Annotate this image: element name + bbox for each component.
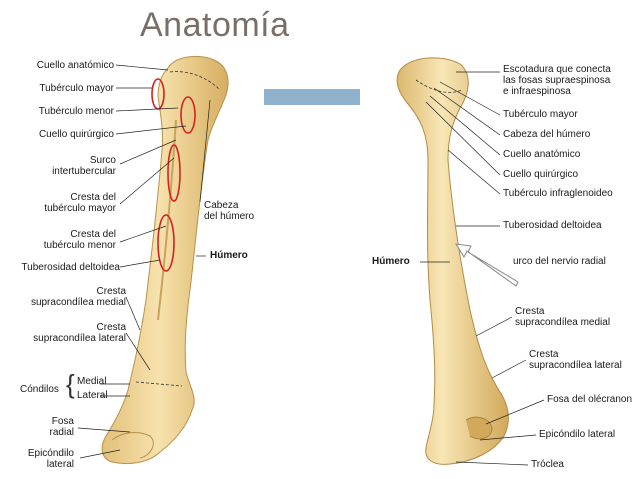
label-escotadura-line1: Escotadura que conecta bbox=[503, 64, 611, 75]
label-r-supra-medial-line2: supracondílea medial bbox=[515, 317, 611, 328]
accent-bar bbox=[264, 89, 360, 105]
label-supra-medial-line2: supracondílea medial bbox=[30, 297, 126, 308]
pointer-arrow bbox=[455, 243, 519, 287]
page-title: Anatomía bbox=[140, 6, 290, 44]
label-tuberculo-mayor: Tubérculo mayor bbox=[39, 83, 114, 94]
label-tuberculo-menor: Tubérculo menor bbox=[38, 106, 114, 117]
humerus-posterior bbox=[396, 57, 545, 466]
label-r-fosa-olecranon: Fosa del olécranon bbox=[547, 394, 633, 405]
label-cuello-quirurgico: Cuello quirúrgico bbox=[38, 129, 114, 140]
label-r-cuello-quirurgico: Cuello quirúrgico bbox=[503, 169, 579, 180]
red-marker-4 bbox=[157, 214, 175, 272]
label-r-tuberculo-mayor: Tubérculo mayor bbox=[503, 109, 578, 120]
red-marker-3 bbox=[167, 144, 181, 202]
label-cabeza-line2: del húmero bbox=[204, 211, 255, 222]
label-cuello-anatomico: Cuello anatómico bbox=[36, 60, 114, 71]
label-humero-right: Húmero bbox=[372, 256, 410, 267]
label-medial: Medial bbox=[77, 376, 107, 387]
label-fosa-line1: Fosa bbox=[51, 416, 74, 427]
label-humero-left: Húmero bbox=[210, 250, 248, 261]
humerus-anterior bbox=[77, 55, 229, 465]
label-cabeza-line1: Cabeza bbox=[204, 200, 239, 211]
label-surco-line1: Surco bbox=[89, 155, 116, 166]
label-supra-lateral-line1: Cresta bbox=[96, 322, 126, 333]
label-r-cabeza: Cabeza del húmero bbox=[503, 129, 591, 140]
label-r-supra-lateral-line2: supracondílea lateral bbox=[529, 360, 622, 371]
label-cresta-menor-line1: Cresta del bbox=[70, 229, 116, 240]
red-marker-2 bbox=[180, 96, 196, 134]
label-lateral: Lateral bbox=[77, 390, 108, 401]
label-r-troclea: Tróclea bbox=[531, 459, 564, 470]
label-escotadura-line3: e infraespinosa bbox=[503, 86, 571, 97]
condilos-brace: { bbox=[66, 369, 75, 399]
label-cresta-menor-line2: tubérculo menor bbox=[43, 240, 116, 251]
label-r-infraglenoideo: Tubérculo infraglenoideo bbox=[503, 188, 613, 199]
label-surco-line2: intertubercular bbox=[52, 166, 116, 177]
label-supra-lateral-line2: supracondílea lateral bbox=[33, 333, 126, 344]
label-r-cuello-anatomico: Cuello anatómico bbox=[503, 149, 581, 160]
label-fosa-line2: radial bbox=[49, 427, 74, 438]
label-r-supra-lateral-line1: Cresta bbox=[529, 349, 559, 360]
label-r-epicondilo-lateral: Epicóndilo lateral bbox=[539, 429, 616, 440]
label-r-tuberosidad: Tuberosidad deltoidea bbox=[503, 220, 602, 231]
label-escotadura-line2: las fosas supraespinosa bbox=[503, 75, 611, 86]
label-cresta-mayor-line2: tubérculo mayor bbox=[44, 203, 116, 214]
label-cresta-mayor-line1: Cresta del bbox=[70, 192, 116, 203]
label-supra-medial-line1: Cresta bbox=[96, 286, 126, 297]
label-tuberosidad-deltoidea: Tuberosidad deltoidea bbox=[21, 262, 120, 273]
label-r-surco-radial: urco del nervio radial bbox=[513, 256, 606, 267]
label-epicondilo-line1: Epicóndilo bbox=[27, 448, 74, 459]
label-epicondilo-line2: lateral bbox=[46, 459, 74, 470]
label-r-supra-medial-line1: Cresta bbox=[515, 306, 545, 317]
label-condilos: Cóndilos bbox=[20, 384, 59, 395]
